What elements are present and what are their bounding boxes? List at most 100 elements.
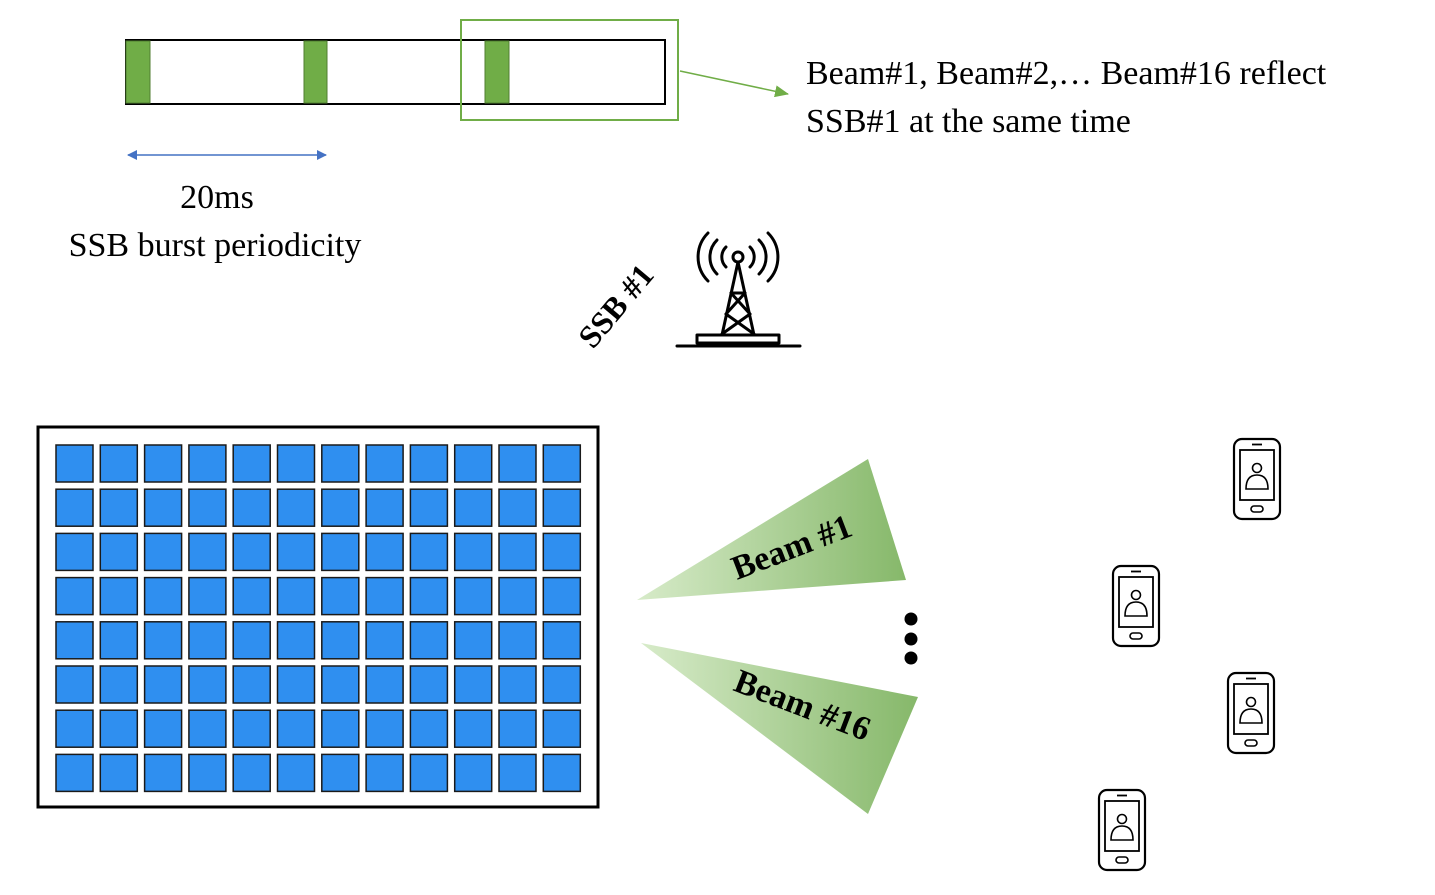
ris-element [321,488,360,527]
ris-element [453,621,493,660]
ris-element [365,621,404,660]
ris-element [99,576,139,616]
ris-element [232,532,271,572]
ris-element [143,488,183,527]
ris-element [409,488,449,527]
ris-element [55,444,94,483]
ris-element [188,621,227,660]
ris-element [143,753,183,793]
ris-element [498,532,537,572]
ris-element [542,753,582,793]
ris-element [276,665,316,704]
ris-element [542,665,582,704]
ris-element [143,576,183,616]
ris-element [232,753,271,793]
ris-element [55,665,94,704]
ris-element [365,488,404,527]
ris-element [276,753,316,793]
ris-element [232,444,271,483]
ssb-timeline [125,19,789,121]
ris-element [498,621,537,660]
phone-icon-3 [1226,671,1276,755]
ris-element [498,753,537,793]
ris-element [143,665,183,704]
ris-element [55,709,94,748]
ris-element [276,709,316,748]
ris-element [143,709,183,748]
ris-element [409,665,449,704]
period-label: 20ms [180,179,254,216]
ris-element [365,576,404,616]
callout-line-1: Beam#1, Beam#2,… Beam#16 reflect [806,55,1327,92]
beam-16-shape [641,643,918,814]
ris-frame [36,425,600,809]
ris-element [55,753,94,793]
ris-element [55,532,94,572]
ris-element [99,665,139,704]
ris-element [232,576,271,616]
ris-element [143,444,183,483]
ris-element [409,444,449,483]
ris-element [188,753,227,793]
ris-element [232,488,271,527]
ris-element [276,621,316,660]
ris-element [276,532,316,572]
ris-element [453,665,493,704]
beam-1-shape [637,459,906,600]
ris-element [232,665,271,704]
ris-element [498,444,537,483]
ris-element [99,753,139,793]
ellipsis-dots [904,612,918,665]
ris-element [55,488,94,527]
ris-element [409,532,449,572]
ris-element [321,444,360,483]
ris-element [542,621,582,660]
timeline-bar [125,39,666,105]
ris-element [188,444,227,483]
ssb-block-3 [484,40,510,104]
phone-icon-4 [1097,788,1147,872]
ris-element [188,665,227,704]
ssb-block-1 [125,40,151,104]
ris-element [409,709,449,748]
ris-element-grid [55,444,582,793]
phone-icon-1 [1232,437,1282,521]
ris-element [99,532,139,572]
ris-element [321,709,360,748]
ris-element [365,665,404,704]
ris-element [99,621,139,660]
ssb-block-2 [303,40,328,104]
callout-line-2: SSB#1 at the same time [806,103,1131,140]
ris-element [453,709,493,748]
ris-element [409,621,449,660]
ris-element [542,709,582,748]
ris-element [542,488,582,527]
ris-element [365,709,404,748]
ris-element [498,576,537,616]
ris-element [143,621,183,660]
ris-element [409,576,449,616]
ris-element [188,532,227,572]
ris-element [188,709,227,748]
ris-element [55,576,94,616]
ris-element [99,488,139,527]
ris-element [542,532,582,572]
ris-element [365,532,404,572]
ris-element [453,444,493,483]
ris-element [55,621,94,660]
callout-connector [679,70,789,98]
ris-element [498,709,537,748]
highlight-box [460,19,679,121]
beam-16: Beam #16 [641,643,918,814]
ris-element [99,444,139,483]
ris-element [99,709,139,748]
ris-element [232,709,271,748]
ris-panel [36,425,600,809]
ris-element [276,576,316,616]
ris-element [453,753,493,793]
ris-element [276,488,316,527]
ris-element [542,576,582,616]
ris-element [188,488,227,527]
ris-element [143,532,183,572]
